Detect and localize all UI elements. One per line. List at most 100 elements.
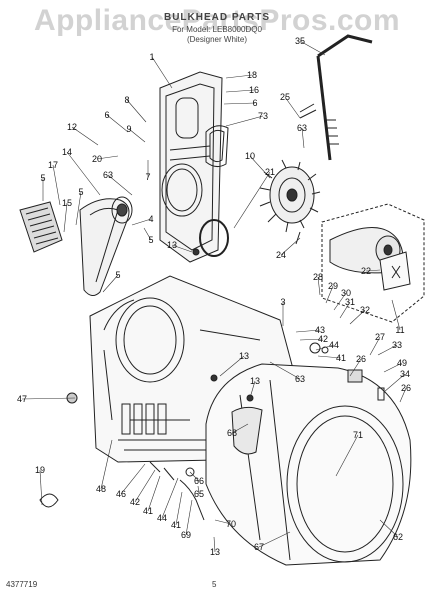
part-callout: 19 (35, 465, 45, 475)
part-callout: 26 (356, 354, 366, 364)
leader-line (120, 463, 146, 495)
part-callout: 25 (280, 92, 290, 102)
leader-line (379, 519, 399, 538)
leader-line (63, 202, 68, 233)
leader-line (280, 237, 301, 256)
part-callout: 11 (395, 325, 404, 335)
front-bulkhead-frame (89, 275, 297, 463)
diagram-title: BULKHEAD PARTS (163, 12, 271, 23)
part-callout: 42 (130, 497, 140, 507)
drive-motor (321, 203, 425, 323)
leader-line (315, 344, 335, 351)
leader-line (75, 191, 82, 226)
part-callout: 24 (276, 250, 286, 260)
part-callout: 47 (17, 394, 27, 404)
part-callout: 43 (315, 325, 325, 335)
part-callout: 63 (295, 374, 305, 384)
part-callout: 3 (280, 297, 285, 307)
leader-line (151, 56, 173, 89)
lint-filter-housing (19, 201, 63, 253)
color-subtitle: (Designer White) (186, 35, 247, 44)
part-callout: 5 (78, 187, 83, 197)
seal-ring (199, 219, 229, 257)
part-callout: 34 (400, 369, 410, 379)
leader-line (102, 274, 119, 293)
part-callout: 42 (318, 334, 328, 344)
leader-line (339, 301, 351, 319)
part-callout: 14 (62, 147, 72, 157)
leader-line (269, 361, 301, 380)
drum-baffle (231, 406, 263, 455)
leader-line (299, 338, 324, 341)
blower-wheel (259, 159, 321, 233)
part-callout: 69 (181, 530, 191, 540)
leader-line (175, 491, 183, 526)
part-callout: 16 (249, 85, 259, 95)
part-callout: 41 (336, 353, 346, 363)
leader-line (214, 519, 232, 525)
leader-line (383, 373, 406, 393)
part-callout: 71 (353, 430, 363, 440)
rear-seal (205, 125, 229, 168)
leader-line (213, 536, 216, 553)
part-callout: 13 (167, 240, 177, 250)
leader-line (325, 285, 334, 304)
leader-line (391, 299, 401, 331)
part-callout: 29 (328, 281, 338, 291)
part-callout: 8 (124, 95, 129, 105)
leader-line (369, 336, 381, 356)
footer-part-number: 4377719 (6, 580, 38, 589)
leader-line (333, 292, 347, 311)
exhaust-duct (316, 34, 373, 161)
belt-assembly (79, 196, 133, 296)
part-callout: 32 (360, 305, 370, 315)
part-callout: 5 (115, 270, 120, 280)
leader-line (377, 344, 398, 356)
footer-page-number: 5 (212, 580, 217, 589)
part-callout: 30 (341, 288, 351, 298)
part-callout: 48 (96, 484, 106, 494)
part-callout: 15 (62, 198, 72, 208)
part-callout: 35 (295, 36, 305, 46)
part-callout: 13 (250, 376, 260, 386)
part-callout: 41 (171, 520, 181, 530)
leader-line (107, 174, 133, 196)
leader-line (231, 423, 249, 434)
part-callout: 7 (145, 172, 150, 182)
leader-line (126, 99, 147, 123)
part-callout: 9 (126, 124, 131, 134)
leader-line (317, 355, 342, 359)
leader-line (299, 40, 326, 56)
watermark: AppliancePartsPros.com (33, 4, 401, 37)
leader-line (284, 96, 301, 119)
part-callout: 20 (92, 154, 102, 164)
leader-line (71, 126, 99, 146)
part-callout: 70 (226, 519, 236, 529)
leader-line (39, 469, 43, 506)
part-callout: 5 (40, 173, 45, 183)
part-callout: 41 (143, 506, 153, 516)
part-callout: 21 (265, 167, 275, 177)
leader-line (147, 475, 161, 512)
part-callout: 68 (227, 428, 237, 438)
leader-line (233, 171, 271, 229)
part-callout: 4 (148, 214, 153, 224)
leader-line (301, 127, 305, 149)
part-callout: 17 (48, 160, 58, 170)
leader-line (96, 155, 119, 160)
part-callout: 28 (313, 272, 323, 282)
leader-line (249, 380, 256, 399)
part-callout: 5 (148, 235, 153, 245)
leader-line (383, 362, 403, 373)
part-callout: 13 (210, 547, 220, 557)
leader-line (66, 151, 101, 196)
leader-line (106, 114, 129, 133)
part-callout: 31 (345, 297, 355, 307)
part-callout: 22 (361, 266, 371, 276)
leader-line (189, 471, 200, 482)
leader-line (335, 434, 359, 477)
leader-line (225, 89, 255, 93)
part-callout: 10 (245, 151, 255, 161)
